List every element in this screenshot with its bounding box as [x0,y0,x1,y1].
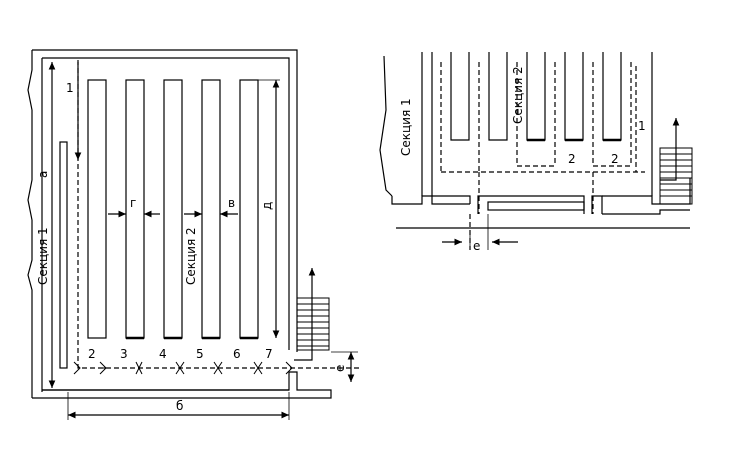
label-dim-e-right: е [473,239,480,253]
outer-wall-left [27,50,33,398]
label-num-6: 6 [233,347,241,361]
right-lower-outer [602,209,690,215]
rack-1 [87,79,107,339]
label-dim-g: г [130,196,136,210]
label-dim-e: е [333,365,347,372]
left-plan [27,49,360,420]
outer-wall-top [32,49,298,352]
label-num-1-right: 1 [638,119,646,133]
right-rack-4 [564,52,584,141]
right-rack-3 [526,52,546,141]
right-rack-1 [450,52,470,141]
label-dim-v: в [228,196,235,210]
label-num-5: 5 [196,347,204,361]
inner-wall-top [42,57,290,350]
label-section-2-right: Секция 2 [511,66,525,124]
label-dim-a: а [36,171,50,178]
label-num-2-left: 2 [88,347,96,361]
right-evac-routes [440,62,645,250]
right-rack-5 [602,52,622,141]
rack-4 [201,79,221,339]
label-num-1-left: 1 [66,81,74,95]
label-num-2-right-a: 2 [568,152,576,166]
label-num-7: 7 [265,347,273,361]
label-dim-b: б [176,399,183,413]
label-num-3: 3 [120,347,128,361]
right-corridor-wall-2 [591,195,603,214]
rack-5 [239,79,259,339]
stairs [296,297,330,351]
label-num-4: 4 [159,347,167,361]
right-wall-bottom [391,195,470,205]
wall-bottom [32,371,332,399]
left-partition [59,141,68,369]
right-outer-wall-left [379,55,393,197]
exit-arrow [294,268,316,361]
junction-marks [73,361,293,375]
rack-3 [163,79,183,339]
label-section-1-left: Секция 1 [36,227,50,285]
right-corridor-wall [477,195,585,214]
right-exit-arrow [660,118,680,181]
right-corridor-wall-3 [602,178,691,205]
label-dim-d: д [260,202,274,210]
label-section-1-right: Секция 1 [399,98,413,156]
right-rack-2 [488,52,508,141]
evacuation-route [77,60,290,369]
right-corridor-block [487,201,585,211]
right-plan [379,52,693,250]
label-num-2-right-b: 2 [611,152,619,166]
right-lower-wall [432,195,471,204]
label-section-2-left: Секция 2 [184,227,198,285]
